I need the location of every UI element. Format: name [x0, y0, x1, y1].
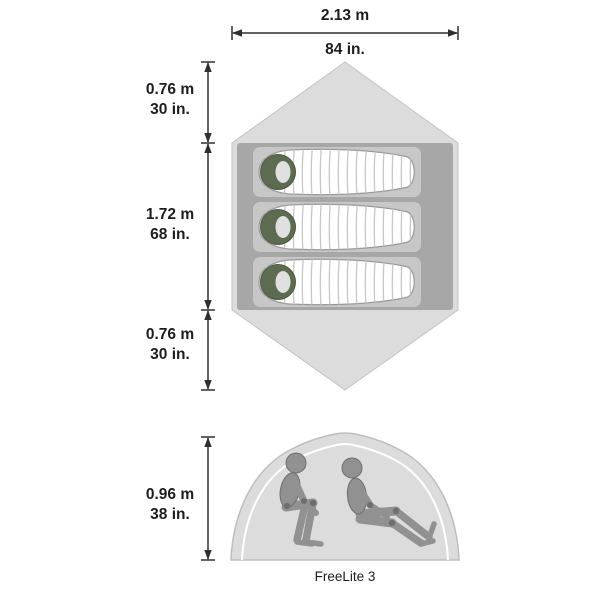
figure-sitting — [341, 457, 437, 547]
rear-vestibule-imperial: 30 in. — [150, 346, 190, 363]
figure-crouching — [279, 452, 324, 547]
width-label-imperial: 84 in. — [325, 41, 365, 58]
floor-length-metric: 1.72 m — [145, 206, 195, 223]
dimension-floor-length-line — [201, 143, 215, 311]
dimension-interior-height-line — [201, 436, 215, 561]
tent-top-view — [231, 61, 459, 391]
interior-height-imperial: 38 in. — [150, 506, 190, 523]
sleeping-bag-3 — [252, 256, 422, 308]
figure-sitting-head — [341, 457, 363, 479]
floor-length-imperial: 68 in. — [150, 226, 190, 243]
product-name: FreeLite 3 — [314, 569, 376, 584]
front-vestibule-label: 0.76 m 30 in. — [118, 80, 222, 120]
dimension-width-line — [231, 26, 459, 40]
rear-vestibule-label: 0.76 m 30 in. — [118, 325, 222, 365]
dimension-rear-vestibule-line — [201, 310, 215, 391]
sleeping-bag-1 — [252, 146, 422, 198]
floor-length-label: 1.72 m 68 in. — [118, 205, 222, 245]
front-vestibule-imperial: 30 in. — [150, 101, 190, 118]
front-vestibule-metric: 0.76 m — [145, 81, 195, 98]
sleeping-bag-2 — [252, 201, 422, 253]
tent-side-view — [230, 432, 460, 561]
width-label-metric: 2.13 m — [320, 7, 370, 24]
tent-inner-wall — [241, 442, 449, 561]
interior-height-label: 0.96 m 38 in. — [118, 485, 222, 525]
figure-crouching-head — [285, 452, 307, 474]
rear-vestibule-metric: 0.76 m — [145, 326, 195, 343]
interior-height-metric: 0.96 m — [145, 486, 195, 503]
